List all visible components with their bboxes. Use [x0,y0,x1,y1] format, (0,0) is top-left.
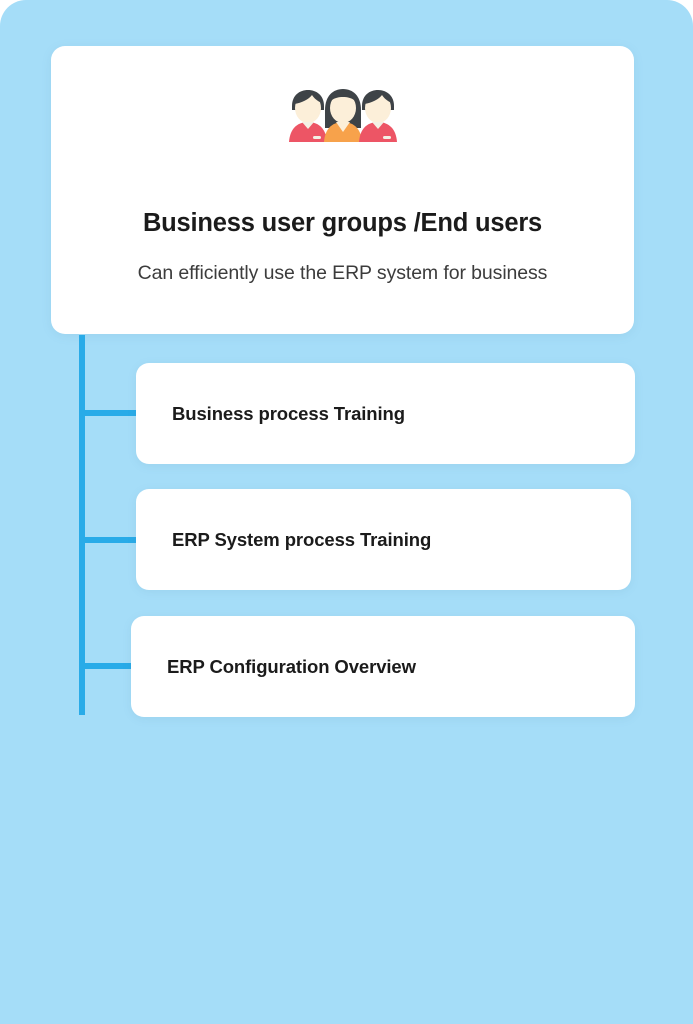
item-card-label: Business process Training [172,402,405,424]
item-card-business-process-training[interactable]: Business process Training [136,363,635,464]
page-title: Business user groups /End users [142,209,543,237]
header-card: Business user groups /End users Can effi… [51,46,634,334]
page-subtitle: Can efficiently use the ERP system for b… [137,262,548,284]
item-card-erp-system-process-training[interactable]: ERP System process Training [136,489,631,590]
item-card-label: ERP Configuration Overview [167,655,416,677]
connector-branch-line-1 [79,410,136,416]
item-card-erp-configuration-overview[interactable]: ERP Configuration Overview [131,616,635,717]
connector-trunk-line [79,335,85,715]
connector-branch-line-3 [79,663,136,669]
three-people-group-icon [51,86,634,142]
connector-branch-line-2 [79,537,136,543]
item-card-label: ERP System process Training [172,528,432,550]
